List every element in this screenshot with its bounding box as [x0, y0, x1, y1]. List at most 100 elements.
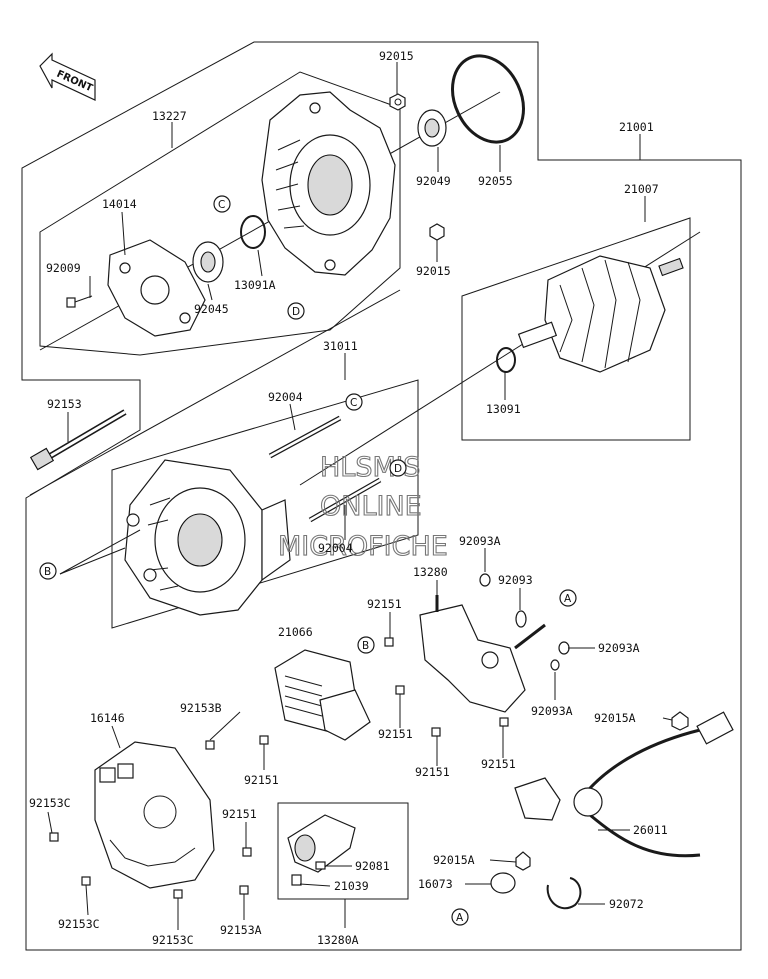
- screw-part: [66, 295, 93, 308]
- washer-part: [550, 659, 560, 671]
- leader-lines: [47, 62, 673, 930]
- part-label: 92045: [194, 302, 229, 316]
- callout-label: B: [44, 566, 51, 578]
- part-label: 92015: [379, 49, 414, 63]
- part-label: 92015A: [433, 853, 475, 867]
- part-label: 13280A: [317, 933, 359, 947]
- washer-part: [479, 573, 491, 587]
- part-label: 92153C: [152, 933, 194, 947]
- rear-cover-part: [94, 741, 215, 889]
- part-label: 92081: [355, 859, 390, 873]
- part-label: 92093: [498, 573, 533, 587]
- callout-label: C: [350, 397, 357, 409]
- callout-d: D: [389, 459, 407, 477]
- rear-housing-group-outline: [111, 379, 419, 629]
- part-label: 92072: [609, 897, 644, 911]
- callout-label: D: [292, 306, 300, 318]
- part-label: 16073: [418, 877, 453, 891]
- reference-callouts: C D C D B B A A: [39, 195, 577, 926]
- part-label: 13280: [413, 565, 448, 579]
- part-label: 92151: [415, 765, 450, 779]
- outer-assembly-outline: [21, 41, 742, 951]
- rear-housing-part: [124, 459, 291, 616]
- stud-bolt-part: [308, 477, 382, 523]
- part-label: 92093A: [459, 534, 501, 548]
- part-number-labels: 92015 13227 21001 92049 92055 21007 1401…: [29, 49, 668, 947]
- part-label: 92004: [318, 541, 353, 555]
- bearing-part: [192, 241, 224, 283]
- nut-part: [671, 711, 689, 731]
- callout-b: B: [39, 562, 57, 580]
- clamp-part: [546, 877, 582, 910]
- watermark: HLSM'S ONLINE MICROFICHE: [277, 451, 448, 562]
- front-housing-part: [261, 91, 396, 276]
- part-label: 92151: [481, 757, 516, 771]
- callout-label: D: [394, 463, 402, 475]
- regulator-part: [274, 649, 371, 741]
- spacer-ring-part: [496, 347, 516, 373]
- wiring-harness-part: [514, 711, 734, 858]
- part-label: 92151: [222, 807, 257, 821]
- callout-b: B: [357, 636, 375, 654]
- part-label: 92153: [47, 397, 82, 411]
- rotor-group-outline: [461, 217, 691, 441]
- part-label: 21039: [334, 879, 369, 893]
- rotor-part: [517, 255, 684, 373]
- part-label: 92151: [378, 727, 413, 741]
- part-label: 92093A: [598, 641, 640, 655]
- part-label: 92015: [416, 264, 451, 278]
- rectifier-part: [419, 595, 546, 713]
- washer-part: [515, 610, 527, 628]
- nut-part: [429, 223, 445, 241]
- part-label: 13091: [486, 402, 521, 416]
- part-label: 92015A: [594, 711, 636, 725]
- callout-label: C: [218, 199, 225, 211]
- watermark-line: MICROFICHE: [278, 531, 448, 562]
- part-label: 26011: [633, 823, 668, 837]
- part-label: 92153C: [29, 796, 71, 810]
- bearing-part: [417, 109, 447, 147]
- part-label: 92009: [46, 261, 81, 275]
- part-label: 21001: [619, 120, 654, 134]
- callout-a: A: [451, 908, 469, 926]
- brush-holder-part: [287, 814, 356, 886]
- part-label: 14014: [102, 197, 137, 211]
- brush-subgroup-outline: [277, 802, 409, 900]
- callout-label: A: [456, 912, 464, 924]
- part-label: 92153C: [58, 917, 100, 931]
- callout-label: B: [362, 640, 369, 652]
- callout-c: C: [345, 393, 363, 411]
- callout-a: A: [559, 589, 577, 607]
- part-label: 13091A: [234, 278, 276, 292]
- grommet-part: [490, 872, 516, 894]
- part-label: 92055: [478, 174, 513, 188]
- front-arrow-icon: FRONT: [39, 52, 96, 101]
- nut-part: [515, 851, 531, 871]
- o-ring-part: [451, 54, 525, 144]
- washer-part: [558, 641, 570, 655]
- cover-plate-part: [107, 239, 206, 337]
- part-label: 16146: [90, 711, 125, 725]
- nut-part: [389, 93, 406, 111]
- part-label: 31011: [323, 339, 358, 353]
- axis-line: [29, 289, 401, 496]
- part-label: 21007: [624, 182, 659, 196]
- part-label: 13227: [152, 109, 187, 123]
- part-label: 92153A: [220, 923, 262, 937]
- part-label: 92049: [416, 174, 451, 188]
- stud-bolt-part: [268, 415, 342, 459]
- housing-group-outline: [39, 71, 401, 356]
- part-label: 92151: [367, 597, 402, 611]
- through-bolt-part: [29, 409, 127, 471]
- callout-c: C: [213, 195, 231, 213]
- part-label: 21066: [278, 625, 313, 639]
- part-label: 92093A: [531, 704, 573, 718]
- watermark-line: ONLINE: [320, 491, 422, 522]
- part-label: 92004: [268, 390, 303, 404]
- part-label: 92153B: [180, 701, 222, 715]
- spacer-ring-part: [240, 215, 266, 249]
- callout-label: A: [564, 593, 572, 605]
- callout-d: D: [287, 302, 305, 320]
